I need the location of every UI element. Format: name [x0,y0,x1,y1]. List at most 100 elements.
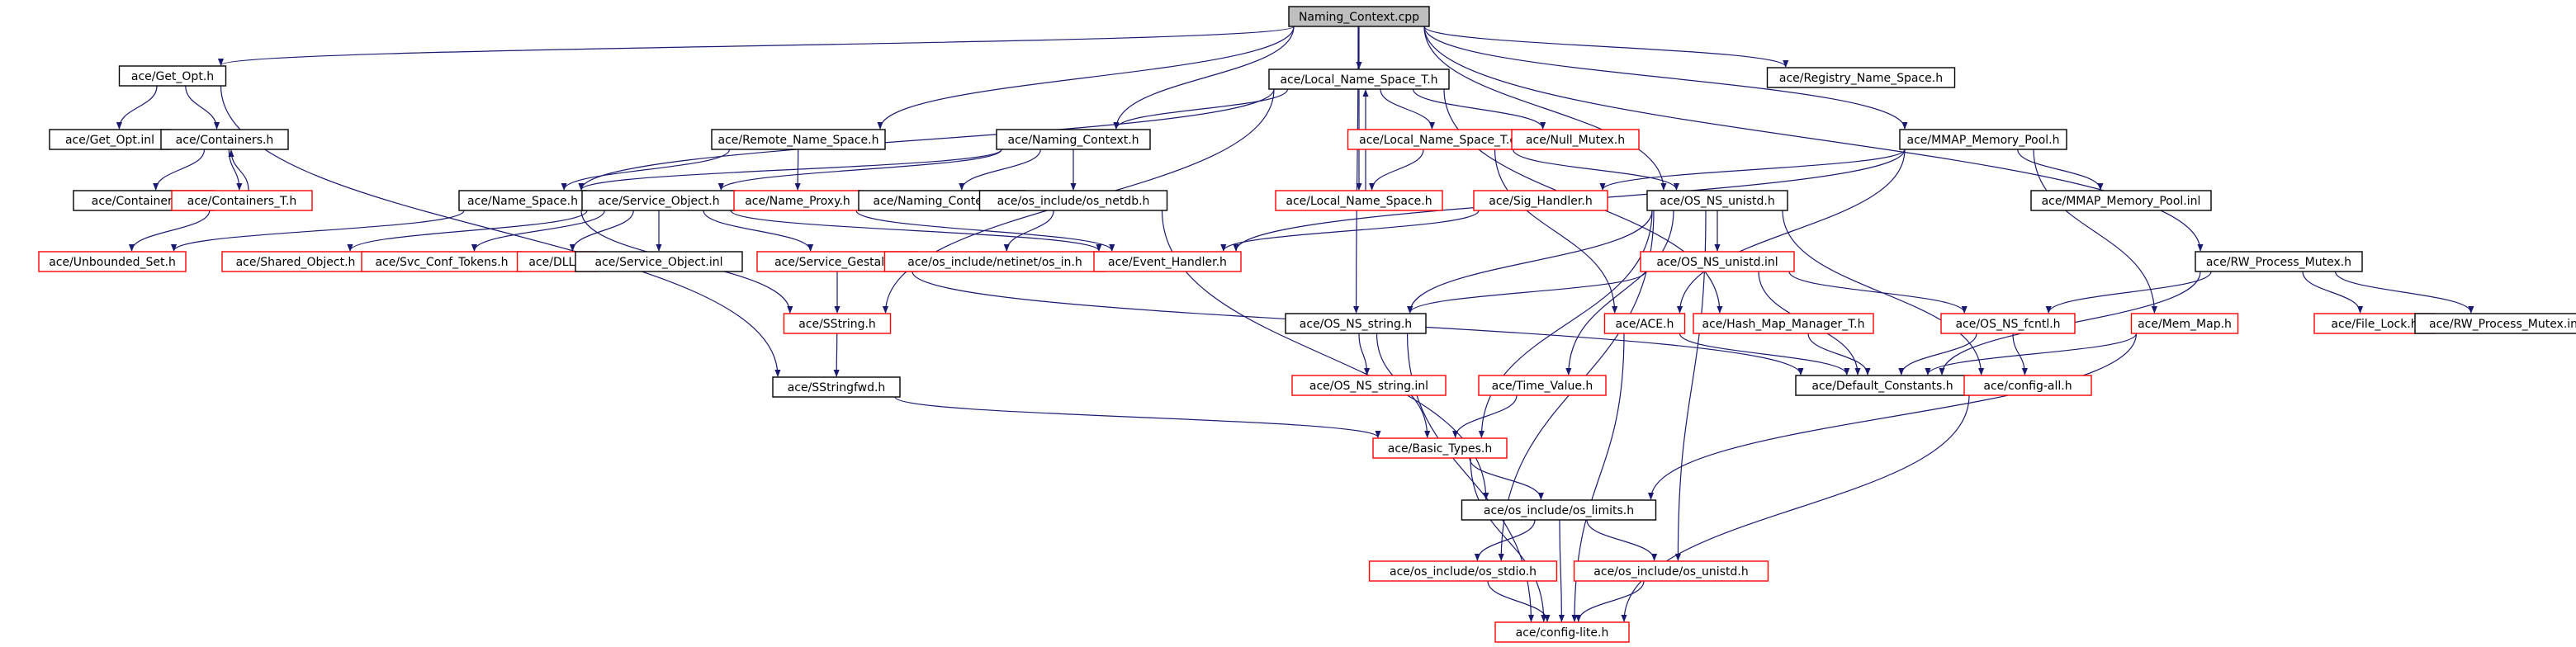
node-mem-map-h[interactable]: ace/Mem_Map.h [2130,313,2239,334]
node-label: ace/os_include/os_stdio.h [1390,565,1537,579]
node-label: ace/DLL.h [528,256,585,269]
node-label: ace/Svc_Conf_Tokens.h [375,256,508,269]
node-label: ace/SString.h [798,318,876,331]
node-label: ace/MMAP_Memory_Pool.h [1906,134,2059,147]
node-box [1899,129,2067,150]
node-os-ns-fcntl-h[interactable]: ace/OS_NS_fcntl.h [1940,313,2076,334]
edge-basic-types-h-to-os-limits-h [1469,457,1544,500]
node-remote-ns-h[interactable]: ace/Remote_Name_Space.h [711,129,886,150]
node-box [1347,129,1543,150]
node-os-ns-unistd-h[interactable]: ace/OS_NS_unistd.h [1646,190,1788,211]
node-config-lite-h[interactable]: ace/config-lite.h [1494,621,1630,643]
node-time-value-h[interactable]: ace/Time_Value.h [1478,375,1607,396]
node-sstring-h[interactable]: ace/SString.h [783,313,892,334]
node-label: ace/os_include/os_netdb.h [997,195,1150,208]
node-label: ace/Containers_T.h [187,195,297,208]
node-local-ns-t-h[interactable]: ace/Local_Name_Space_T.h [1268,68,1450,90]
node-box [1268,68,1450,90]
node-rw-mutex-h[interactable]: ace/RW_Process_Mutex.h [2195,251,2363,272]
edge-containers-h-to-containers-inl [153,149,206,191]
node-label: ace/Shared_Object.h [236,256,356,269]
node-box [1473,190,1608,211]
node-label: ace/RW_Process_Mutex.inl [2429,318,2576,331]
node-label: ace/Local_Name_Space_T.h [1280,73,1437,87]
node-box [38,251,187,272]
edge-service-object-h-to-svc-conf-tokens-h [471,210,605,252]
node-box [733,190,862,211]
node-mmap-pool-inl[interactable]: ace/MMAP_Memory_Pool.inl [2030,190,2212,211]
node-unbounded-set-h[interactable]: ace/Unbounded_Set.h [38,251,187,272]
node-box [1288,6,1430,27]
node-service-object-inl[interactable]: ace/Service_Object.inl [575,251,743,272]
node-null-mutex-h[interactable]: ace/Null_Mutex.h [1511,129,1640,150]
node-label: ace/SStringfwd.h [788,381,886,394]
edge-mem-map-h-to-default-constants-h [1925,333,2138,375]
node-basic-types-h[interactable]: ace/Basic_Types.h [1372,437,1508,459]
edge-os-limits-h-to-os-unistd-h [1586,519,1658,561]
edge-root-to-get-opt-h [218,26,1295,66]
edge-local-ns-t-h-to-null-mutex-h [1412,88,1546,130]
node-box [2414,313,2576,334]
node-netinet-in-h[interactable]: ace/os_include/netinet/os_in.h [883,251,1106,272]
node-label: ace/MMAP_Memory_Pool.inl [2042,195,2201,208]
node-default-constants-h[interactable]: ace/Default_Constants.h [1795,375,1970,396]
node-label: ace/Containers.inl [92,195,196,208]
node-mmap-pool-h[interactable]: ace/MMAP_Memory_Pool.h [1899,129,2067,150]
edge-os-ns-unistd-h-to-os-ns-string-h [1407,210,1653,314]
node-os-netdb-h[interactable]: ace/os_include/os_netdb.h [978,190,1168,211]
node-event-handler-h[interactable]: ace/Event_Handler.h [1093,251,1242,272]
node-sstringfwd-h[interactable]: ace/SStringfwd.h [772,376,901,398]
node-containers-h[interactable]: ace/Containers.h [160,129,289,150]
node-label: ace/Service_Gestalt.h [774,256,900,269]
node-svc-conf-tokens-h[interactable]: ace/Svc_Conf_Tokens.h [361,251,523,272]
node-os-stdio-h[interactable]: ace/os_include/os_stdio.h [1368,560,1558,582]
node-box [1646,190,1788,211]
node-config-all-h[interactable]: ace/config-all.h [1963,375,2092,396]
edge-ace-h-to-default-constants-h [1679,333,1850,375]
node-box [1478,375,1607,396]
edge-service-object-h-to-shared-object-h [347,210,588,252]
node-os-ns-string-inl[interactable]: ace/OS_NS_string.inl [1291,375,1447,396]
edge-os-ns-fcntl-h-to-default-constants-h [1898,333,1977,375]
node-naming-context-h[interactable]: ace/Naming_Context.h [996,129,1151,150]
node-get-opt-h[interactable]: ace/Get_Opt.h [118,65,227,87]
node-root[interactable]: Naming_Context.cpp [1288,6,1430,27]
node-label: ace/Default_Constants.h [1811,380,1953,393]
node-label: ace/os_include/os_limits.h [1484,504,1634,517]
node-os-ns-unistd-inl[interactable]: ace/OS_NS_unistd.inl [1640,251,1795,272]
node-box [1368,560,1558,582]
node-label: ace/Local_Name_Space_T.cpp [1359,134,1531,147]
node-name-space-h[interactable]: ace/Name_Space.h [458,190,587,211]
edge-local-ns-t-cpp-to-local-ns-h [1369,149,1424,191]
node-label: ace/OS_NS_string.inl [1309,380,1428,393]
node-os-unistd-h[interactable]: ace/os_include/os_unistd.h [1573,560,1769,582]
node-shared-object-h[interactable]: ace/Shared_Object.h [221,251,370,272]
node-rw-mutex-inl[interactable]: ace/RW_Process_Mutex.inl [2414,313,2576,334]
edge-root-to-remote-ns-h [877,26,1295,130]
edge-service-object-h-to-event-handler-h [730,210,1102,252]
edge-containers-t-h-to-containers-h [228,149,249,191]
edge-containers-t-h-to-unbounded-set-h [128,210,211,252]
node-registry-ns-h[interactable]: ace/Registry_Name_Space.h [1766,67,1956,88]
node-name-proxy-h[interactable]: ace/Name_Proxy.h [733,190,862,211]
node-label: ace/File_Lock.h [2331,318,2417,331]
edge-os-ns-unistd-inl-to-os-ns-string-h [1407,271,1646,314]
node-os-limits-h[interactable]: ace/os_include/os_limits.h [1461,499,1657,521]
edge-mmap-pool-h-to-ace-h [1676,149,1906,314]
node-containers-t-h[interactable]: ace/Containers_T.h [171,190,313,211]
node-local-ns-t-cpp[interactable]: ace/Local_Name_Space_T.cpp [1347,129,1543,150]
node-local-ns-h[interactable]: ace/Local_Name_Space.h [1275,190,1443,211]
edge-naming-context-h-to-service-object-h [717,149,1002,191]
edge-sstringfwd-h-to-basic-types-h [894,396,1381,438]
node-hash-map-t-h[interactable]: ace/Hash_Map_Manager_T.h [1693,313,1874,334]
node-box [160,129,289,150]
node-get-opt-inl[interactable]: ace/Get_Opt.inl [49,129,171,150]
edge-os-netdb-h-to-netinet-in-h [1003,210,1054,252]
node-sig-handler-h[interactable]: ace/Sig_Handler.h [1473,190,1608,211]
node-service-object-h[interactable]: ace/Service_Object.h [581,190,736,211]
node-os-ns-string-h[interactable]: ace/OS_NS_string.h [1285,313,1427,334]
node-ace-h[interactable]: ace/ACE.h [1603,313,1686,334]
edge-rw-mutex-h-to-file-lock-h [2302,271,2364,314]
node-label: ace/Name_Proxy.h [745,195,850,208]
